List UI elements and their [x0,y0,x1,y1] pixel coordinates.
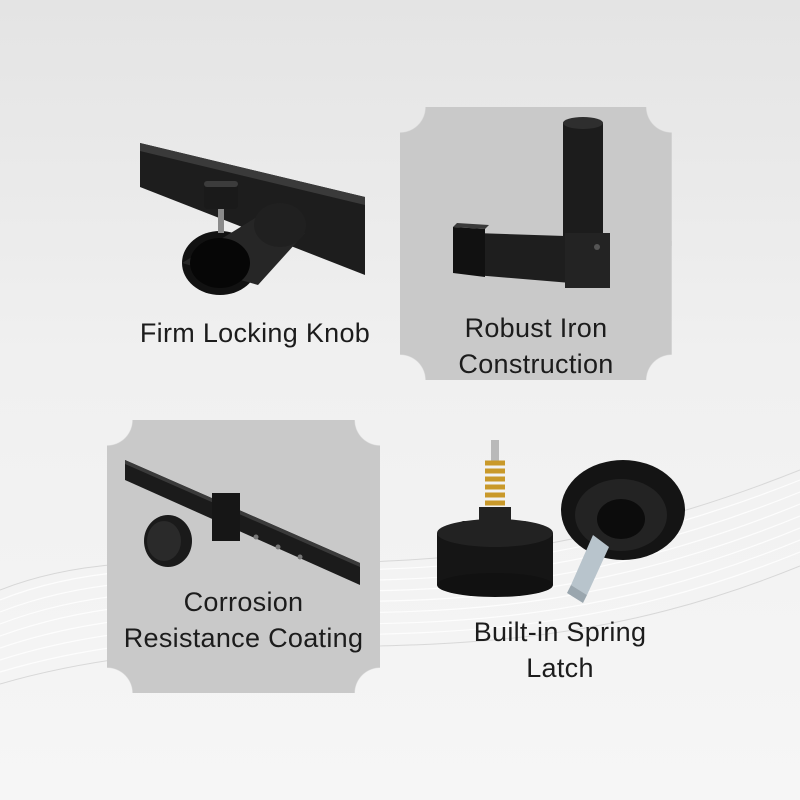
spring-latch-icon [437,440,685,603]
coated-tube-icon [125,460,360,585]
caption-coating: Corrosion Resistance Coating [123,587,364,653]
caption-iron: Robust Iron Construction [458,313,614,379]
iron-bracket-icon [453,117,610,288]
caption-spring: Built-in Spring Latch [473,617,647,683]
locking-knob-icon [140,143,365,295]
caption-knob: Firm Locking Knob [139,318,371,348]
